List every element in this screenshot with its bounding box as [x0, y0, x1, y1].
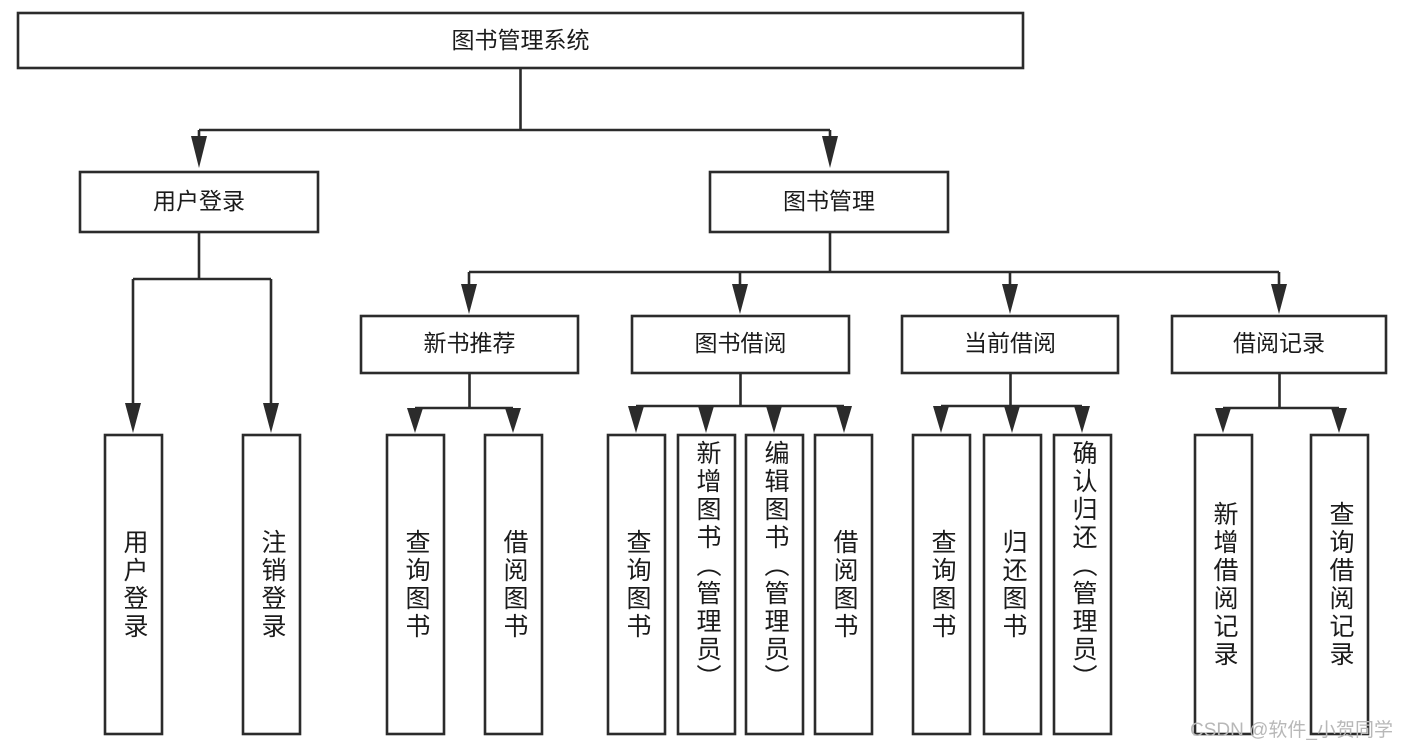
- node-book-borrow-box[interactable]: [630, 314, 851, 375]
- arrowhead-leaf-borrow-book-2: [836, 406, 852, 433]
- leaf-box-query-book-3[interactable]: [911, 433, 972, 736]
- arrowhead-book-borrow: [732, 284, 748, 314]
- arrowhead-book-manage: [822, 136, 838, 168]
- arrowhead-leaf-add-record: [1215, 408, 1231, 433]
- csdn-watermark: CSDN @软件_小贺同学: [1190, 720, 1393, 741]
- leaf-box-borrow-book-1[interactable]: [483, 433, 544, 736]
- arrowhead-leaf-query-record: [1331, 408, 1347, 433]
- arrowhead-leaf-user-login: [125, 403, 141, 433]
- connector-layer: [125, 68, 1347, 433]
- node-current-borrow-label: 当前借阅: [964, 330, 1056, 356]
- node-root-box[interactable]: [16, 11, 1025, 70]
- arrowhead-user-login: [191, 136, 207, 168]
- leaf-box-query-book-1[interactable]: [385, 433, 446, 736]
- arrowhead-leaf-query-book-3: [933, 406, 949, 433]
- node-borrow-record[interactable]: 借阅记录: [1170, 314, 1388, 375]
- node-current-borrow[interactable]: 当前借阅: [900, 314, 1120, 375]
- leaf-box-user-login[interactable]: [103, 433, 164, 736]
- arrowhead-current-borrow: [1002, 284, 1018, 314]
- arrowhead-leaf-confirm-return: [1074, 406, 1090, 433]
- node-user-login[interactable]: 用户登录: [78, 170, 320, 234]
- node-new-book-recommend-label: 新书推荐: [424, 330, 516, 356]
- leaf-box-add-borrow-record[interactable]: [1193, 433, 1254, 736]
- leaf-box-borrow-book-2[interactable]: [813, 433, 874, 736]
- arrowhead-leaf-query-book-2: [628, 406, 644, 433]
- node-borrow-record-box[interactable]: [1170, 314, 1388, 375]
- node-root[interactable]: 图书管理系统: [16, 11, 1025, 70]
- leaf-box-query-borrow-record[interactable]: [1309, 433, 1370, 736]
- node-new-book-recommend-box[interactable]: [359, 314, 580, 375]
- leaf-box-add-book[interactable]: [676, 433, 737, 736]
- arrowhead-leaf-return-book: [1004, 406, 1020, 433]
- node-book-borrow-label: 图书借阅: [695, 330, 787, 356]
- node-user-login-box[interactable]: [78, 170, 320, 234]
- node-borrow-record-label: 借阅记录: [1233, 330, 1325, 356]
- leaf-box-edit-book[interactable]: [744, 433, 805, 736]
- node-book-borrow[interactable]: 图书借阅: [630, 314, 851, 375]
- arrowhead-leaf-borrow-book-1: [505, 408, 521, 433]
- arrowhead-borrow-record: [1271, 284, 1287, 314]
- node-root-label: 图书管理系统: [452, 27, 590, 53]
- leaf-box-layer: [103, 433, 1370, 736]
- node-book-management-label: 图书管理: [783, 188, 875, 214]
- leaf-box-query-book-2[interactable]: [606, 433, 667, 736]
- arrowhead-leaf-add-book: [698, 406, 714, 433]
- node-current-borrow-box[interactable]: [900, 314, 1120, 375]
- arrowhead-new-book-rec: [461, 284, 477, 314]
- leaf-box-return-book[interactable]: [982, 433, 1043, 736]
- arrowhead-leaf-query-book-1: [407, 408, 423, 433]
- arrowhead-leaf-logout: [263, 403, 279, 433]
- leaf-box-confirm-return[interactable]: [1052, 433, 1113, 736]
- arrowhead-leaf-edit-book: [766, 406, 782, 433]
- node-book-management[interactable]: 图书管理: [708, 170, 950, 234]
- node-user-login-label: 用户登录: [153, 188, 245, 214]
- leaf-box-logout[interactable]: [241, 433, 302, 736]
- node-book-management-box[interactable]: [708, 170, 950, 234]
- node-new-book-recommend[interactable]: 新书推荐: [359, 314, 580, 375]
